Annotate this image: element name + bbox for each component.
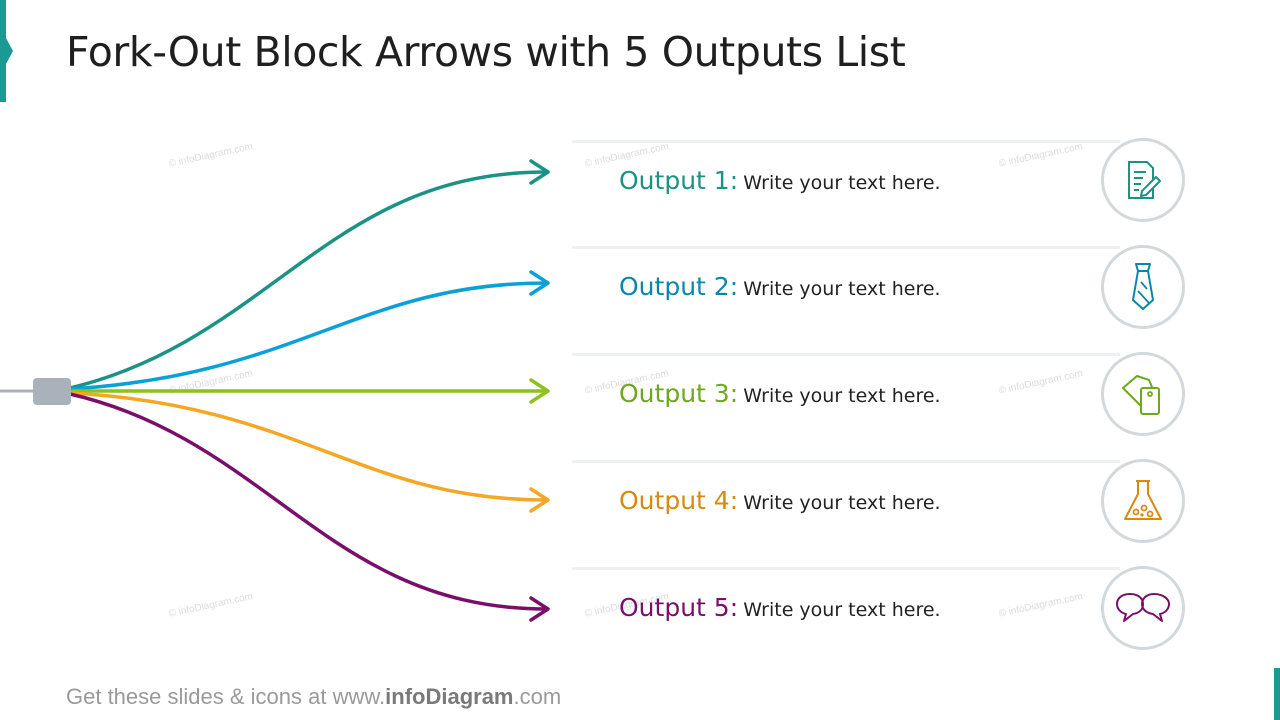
hub-block [33, 378, 71, 405]
output-4-label: Output 4: [619, 486, 739, 515]
lab-flask-icon [1124, 480, 1162, 520]
output-1: Output 1: Write your text here. [619, 166, 941, 195]
corner-mark [1274, 668, 1280, 720]
row-separator [572, 140, 1120, 143]
output-4: Output 4: Write your text here. [619, 486, 941, 515]
necktie-icon-circle [1101, 245, 1185, 329]
footer-suffix: .com [513, 684, 562, 709]
accent-notch [6, 38, 13, 64]
arrow-4-curve [69, 391, 547, 502]
arrow-2-curve [69, 281, 547, 391]
row-separator [572, 567, 1120, 570]
row-separator [572, 460, 1120, 463]
document-pencil-icon [1128, 161, 1161, 199]
lab-flask-icon-circle [1101, 459, 1185, 543]
price-tags-icon-circle [1101, 352, 1185, 436]
output-5-label: Output 5: [619, 593, 739, 622]
output-2-text: Write your text here. [743, 278, 941, 300]
footer: Get these slides & icons at www.infoDiag… [66, 684, 561, 710]
output-5: Output 5: Write your text here. [619, 593, 941, 622]
output-1-text: Write your text here. [743, 172, 941, 194]
arrow-5-curve [69, 392, 547, 611]
necktie-icon [1132, 263, 1154, 310]
output-3-label: Output 3: [619, 379, 739, 408]
output-1-label: Output 1: [619, 166, 739, 195]
arrow-2-head [529, 270, 550, 296]
accent-bar [0, 0, 6, 102]
output-2: Output 2: Write your text here. [619, 272, 941, 301]
output-3: Output 3: Write your text here. [619, 379, 941, 408]
output-3-text: Write your text here. [743, 385, 941, 407]
output-5-text: Write your text here. [743, 599, 941, 621]
footer-brand: infoDiagram [385, 684, 514, 709]
price-tags-icon [1122, 375, 1160, 415]
speech-bubbles-icon-circle [1101, 566, 1185, 650]
footer-prefix: Get these slides & icons at www. [66, 684, 386, 709]
arrow-3-head [529, 378, 550, 404]
arrow-4-head [529, 487, 550, 513]
slide-title: Fork-Out Block Arrows with 5 Outputs Lis… [66, 28, 906, 76]
output-4-text: Write your text here. [743, 492, 941, 514]
arrow-1-head [529, 159, 550, 185]
document-pencil-icon-circle [1101, 138, 1185, 222]
arrow-5-head [529, 596, 550, 622]
arrow-1-curve [69, 170, 547, 390]
speech-bubbles-icon [1116, 593, 1170, 622]
row-separator [572, 353, 1120, 356]
output-2-label: Output 2: [619, 272, 739, 301]
row-separator [572, 246, 1120, 249]
